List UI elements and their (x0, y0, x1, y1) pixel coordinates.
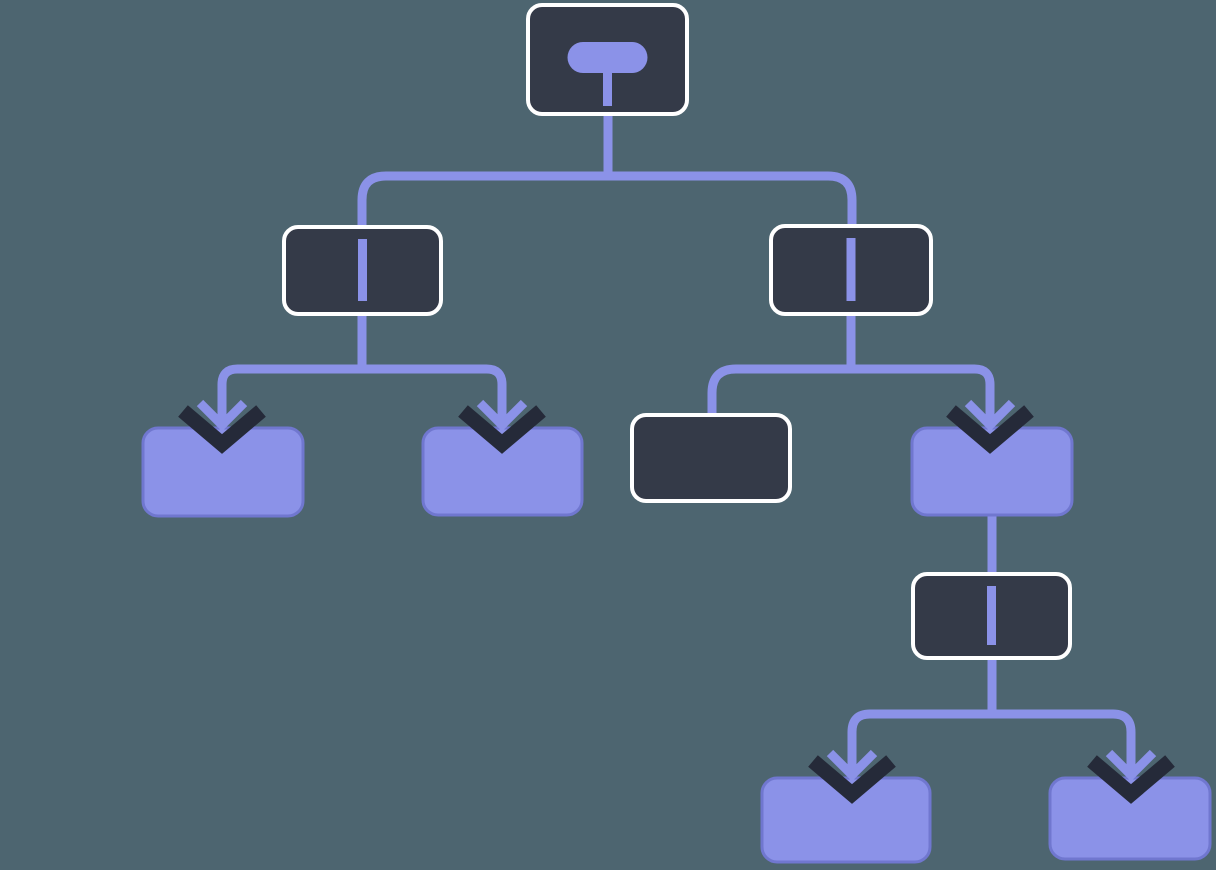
arrow-shadow-chevron-icon (808, 755, 896, 804)
arrow-tip-chevron-icon (964, 399, 1016, 432)
pill-icon (567, 42, 648, 73)
arrow-tip-chevron-icon (196, 399, 248, 432)
chevron-down-arrow-icon (946, 392, 1034, 454)
node-target-bottom-1[interactable] (760, 776, 932, 864)
arrow-tip-chevron-icon (476, 399, 528, 432)
arrow-shadow-chevron-icon (178, 405, 266, 454)
edge-branch-bottom (847, 709, 1136, 750)
arrow-tip-chevron-icon (1105, 749, 1157, 782)
chevron-down-arrow-icon (808, 742, 896, 804)
chevron-down-arrow-icon (1087, 742, 1175, 804)
arrow-tip-chevron-icon (826, 749, 878, 782)
arrow-shadow-chevron-icon (1087, 755, 1175, 804)
edge-branch-left (217, 364, 507, 400)
chevron-down-arrow-icon (458, 392, 546, 454)
edge-branch-top (357, 171, 857, 232)
arrow-shadow-chevron-icon (458, 405, 546, 454)
node-dark-leaf[interactable] (630, 413, 792, 503)
chevron-down-arrow-icon (178, 392, 266, 454)
arrow-shadow-chevron-icon (946, 405, 1034, 454)
edge-branch-right (707, 364, 995, 420)
